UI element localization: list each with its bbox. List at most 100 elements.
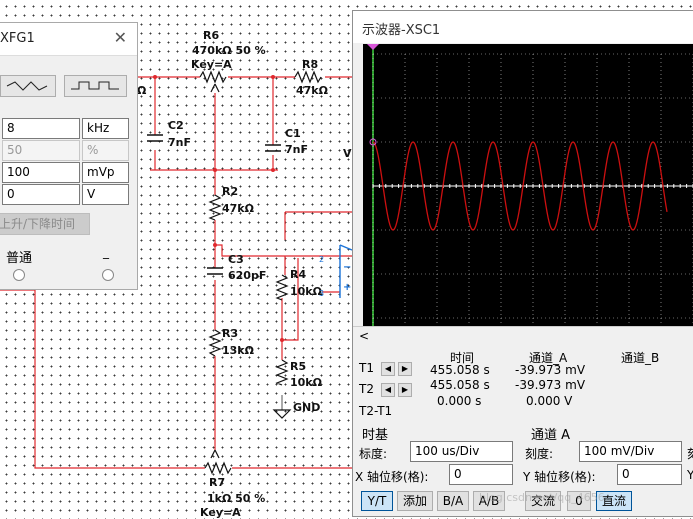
r6-name: R6 (203, 29, 220, 42)
close-icon[interactable]: ✕ (113, 28, 127, 47)
r3-value: 13kΩ (222, 344, 254, 357)
capacitor-symbols (147, 134, 281, 275)
horizontal-scrollbar[interactable]: < (353, 326, 693, 347)
wires (0, 76, 352, 469)
amplitude-unit[interactable]: mVp (82, 162, 129, 183)
r7-key: Key=A (200, 506, 241, 519)
ab-mode-button[interactable]: A/B (473, 491, 505, 511)
add-mode-button[interactable]: 添加 (397, 491, 433, 511)
partial-y-label: Y (687, 468, 693, 482)
r6-value: 470kΩ 50 % (192, 44, 266, 57)
opamp-pin3: 3 (319, 289, 325, 298)
opamp-plus: + (343, 282, 352, 293)
t1-right-button[interactable]: ▶ (398, 362, 412, 376)
partial-scale-label: 刻 (687, 445, 693, 462)
channel-a-scale-label: 刻度: (525, 447, 554, 461)
c3-name: C3 (228, 253, 244, 266)
osc-title: 示波器-XSC1 (362, 23, 441, 38)
osc-title-bar[interactable]: 示波器-XSC1 (353, 11, 693, 43)
r8-name: R8 (302, 58, 319, 71)
t2-t1-time: 0.000 s (437, 394, 482, 408)
t1-label: T1 (359, 361, 374, 375)
channel-a-scale-input[interactable]: 100 mV/Div (579, 441, 682, 462)
oscilloscope-graticule (367, 44, 693, 326)
junction-dots (153, 75, 284, 342)
r3-name: R3 (222, 327, 239, 340)
r2-value: 47kΩ (222, 202, 254, 215)
c2-value: 7nF (168, 136, 191, 149)
scroll-left-button[interactable]: < (359, 329, 370, 343)
r8-value: 47kΩ (296, 84, 328, 97)
opamp-minus: − (343, 262, 352, 273)
t1-cha: -39.973 mV (515, 363, 586, 377)
t2-left-button[interactable]: ◀ (381, 383, 395, 397)
t2-cha: -39.973 mV (515, 378, 586, 392)
triangle-wave-button[interactable] (0, 75, 56, 97)
ba-mode-button[interactable]: B/A (437, 491, 469, 511)
fg-title-bar[interactable]: XFG1 ✕ (0, 23, 137, 56)
minus-terminal-label: _ (103, 245, 109, 259)
x-position-label: X 轴位移(格): (355, 470, 429, 484)
r6-key: Key=A (191, 58, 232, 71)
ac-coupling-button[interactable]: 交流 (525, 491, 561, 511)
offset-input[interactable]: 0 (2, 184, 80, 205)
channel-a-trace (372, 141, 668, 231)
readout-header-cha: 通道_A (529, 351, 568, 365)
gnd-label: GND (293, 401, 321, 414)
square-wave-icon (71, 81, 119, 90)
c1-value: 7nF (285, 143, 308, 156)
common-label: 普通 (6, 251, 33, 266)
r2-name: R2 (222, 185, 239, 198)
r5-name: R5 (290, 360, 307, 373)
t2-t1-label: T2-T1 (359, 404, 393, 418)
ground-symbol (272, 409, 292, 419)
frequency-unit[interactable]: kHz (82, 118, 129, 139)
cursor-readout: 时间 通道_A 通道_B T1 ◀ ▶ 455.058 s -39.973 mV… (353, 347, 693, 419)
c1-name: C1 (285, 127, 301, 140)
dc-coupling-button[interactable]: 直流 (596, 491, 632, 511)
function-generator-window: XFG1 ✕ 8 kHz 50 % 100 mVp 0 V 上升/下降时间 普通… (0, 22, 138, 290)
t2-label: T2 (359, 382, 374, 396)
timebase-section-label: 时基 (362, 428, 389, 443)
partial-v-label: V (343, 147, 352, 160)
duty-unit: % (82, 140, 129, 161)
channel-a-marker-icon (369, 138, 377, 146)
r4-value: 10kΩ (290, 285, 322, 298)
oscilloscope-screen[interactable] (363, 44, 693, 326)
y-position-input[interactable]: 0 (617, 464, 682, 485)
zero-coupling-button[interactable]: 0 (567, 491, 591, 511)
square-wave-button[interactable] (64, 75, 127, 97)
oscilloscope-window: 示波器-XSC1 < 时间 通道_A 通道_B T1 ◀ ▶ 455.058 s… (352, 10, 693, 517)
readout-header-time: 时间 (450, 351, 475, 365)
t2-time: 455.058 s (430, 378, 490, 392)
t1-time: 455.058 s (430, 363, 490, 377)
x-position-input[interactable]: 0 (449, 464, 513, 485)
r4-name: R4 (290, 268, 307, 281)
yt-mode-button[interactable]: Y/T (361, 491, 393, 511)
t2-right-button[interactable]: ▶ (398, 383, 412, 397)
duty-input: 50 (2, 140, 80, 161)
opamp-symbol (339, 244, 353, 298)
timebase-scale-input[interactable]: 100 us/Div (410, 441, 513, 462)
triangle-wave-icon (6, 81, 48, 91)
channel-a-section-label: 通道 A (531, 428, 571, 443)
timebase-scale-label: 标度: (359, 447, 388, 461)
partial-ohm-label: Ω (137, 84, 147, 97)
r5-value: 10kΩ (290, 376, 322, 389)
frequency-input[interactable]: 8 (2, 118, 80, 139)
y-position-label: Y 轴位移(格): (523, 470, 596, 484)
common-terminal-radio[interactable] (13, 269, 25, 281)
minus-terminal-radio[interactable] (102, 269, 114, 281)
readout-header-chb: 通道_B (621, 351, 660, 365)
resistor-symbols (199, 70, 322, 475)
offset-unit[interactable]: V (82, 184, 129, 205)
t1-left-button[interactable]: ◀ (381, 362, 395, 376)
amplitude-input[interactable]: 100 (2, 162, 80, 183)
c2-name: C2 (168, 119, 184, 132)
t2-t1-cha: 0.000 V (526, 394, 573, 408)
r7-value: 1kΩ 50 % (207, 492, 266, 505)
cursor-marker-icon (367, 44, 379, 50)
fg-title: XFG1 (0, 31, 35, 46)
opamp-pin2: 2 (319, 255, 325, 264)
